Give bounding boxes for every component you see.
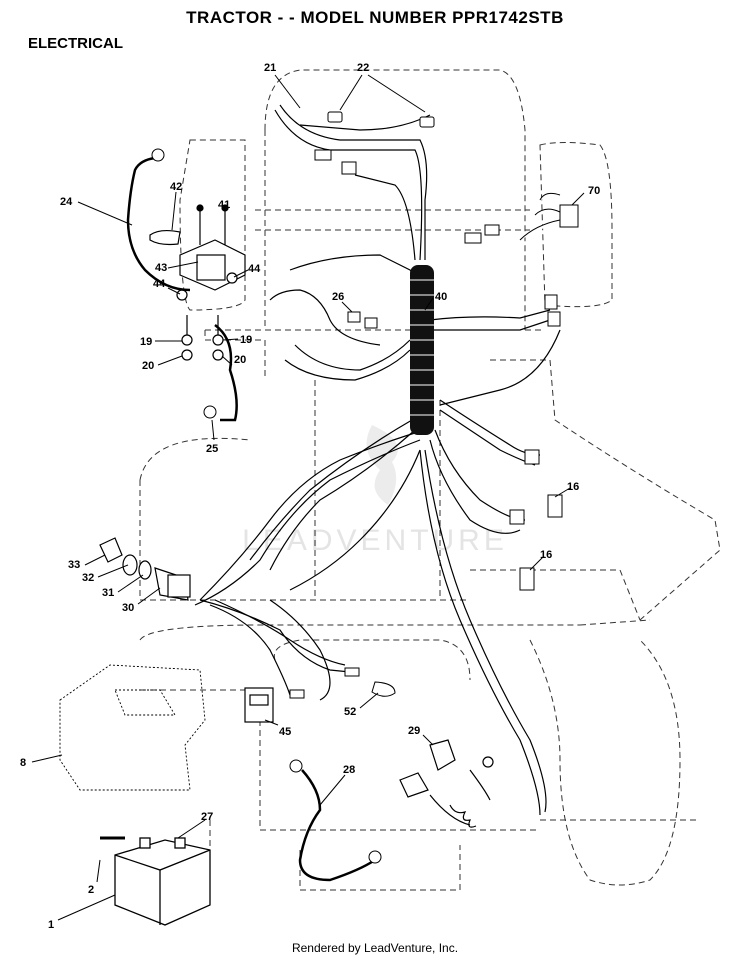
callout-29: 29 xyxy=(408,725,420,737)
callout-27: 27 xyxy=(201,811,213,823)
callout-70: 70 xyxy=(588,185,600,197)
engine-outline xyxy=(59,664,206,791)
callout-45: 45 xyxy=(279,726,291,738)
main-wiring-harness xyxy=(194,104,561,816)
callout-2: 2 xyxy=(88,884,94,896)
bulb xyxy=(371,681,396,697)
callouts: 21 22 24 42 41 43 44 44 19 19 20 20 25 2… xyxy=(20,62,600,931)
callout-32: 32 xyxy=(82,572,94,584)
callout-42: 42 xyxy=(170,181,182,193)
callout-22: 22 xyxy=(357,62,369,74)
plug-connectors xyxy=(519,494,563,591)
callout-8: 8 xyxy=(20,757,26,769)
callout-leaders xyxy=(31,74,585,921)
callout-24: 24 xyxy=(60,196,73,208)
callout-41: 41 xyxy=(218,199,230,211)
callout-19-right: 19 xyxy=(240,334,252,346)
callout-44-left: 44 xyxy=(153,278,166,290)
callout-25: 25 xyxy=(206,443,218,455)
seat-switch xyxy=(399,739,494,828)
callout-44-right: 44 xyxy=(248,263,261,275)
starter-solenoid xyxy=(149,204,246,361)
harness-connectors xyxy=(289,149,561,699)
callout-40: 40 xyxy=(435,291,447,303)
watermark: LEADVENTURE xyxy=(242,425,508,557)
callout-16-upper: 16 xyxy=(567,481,579,493)
harness-loom xyxy=(410,265,434,435)
watermark-text: LEADVENTURE xyxy=(242,524,508,557)
cable-terminals xyxy=(151,148,382,864)
ignition-switch xyxy=(99,537,191,601)
relay-plug xyxy=(519,192,579,241)
callout-33: 33 xyxy=(68,559,80,571)
callout-20-right: 20 xyxy=(234,354,246,366)
callout-1: 1 xyxy=(48,919,54,931)
callout-30: 30 xyxy=(122,602,134,614)
headlight-sockets xyxy=(327,111,435,128)
diagram-title: TRACTOR - - MODEL NUMBER PPR1742STB xyxy=(186,8,564,27)
battery xyxy=(100,836,211,926)
footer-credit: Rendered by LeadVenture, Inc. xyxy=(291,941,459,955)
callout-31: 31 xyxy=(102,587,114,599)
section-title: ELECTRICAL xyxy=(28,35,123,52)
callout-43: 43 xyxy=(155,262,167,274)
callout-21: 21 xyxy=(264,62,276,74)
callout-16-lower: 16 xyxy=(540,549,552,561)
callout-20-left: 20 xyxy=(142,360,154,372)
callout-52: 52 xyxy=(344,706,356,718)
callout-26: 26 xyxy=(332,291,344,303)
callout-28: 28 xyxy=(343,764,355,776)
callout-19-left: 19 xyxy=(140,336,152,348)
battery-cables xyxy=(126,156,376,882)
hour-meter xyxy=(244,687,274,723)
